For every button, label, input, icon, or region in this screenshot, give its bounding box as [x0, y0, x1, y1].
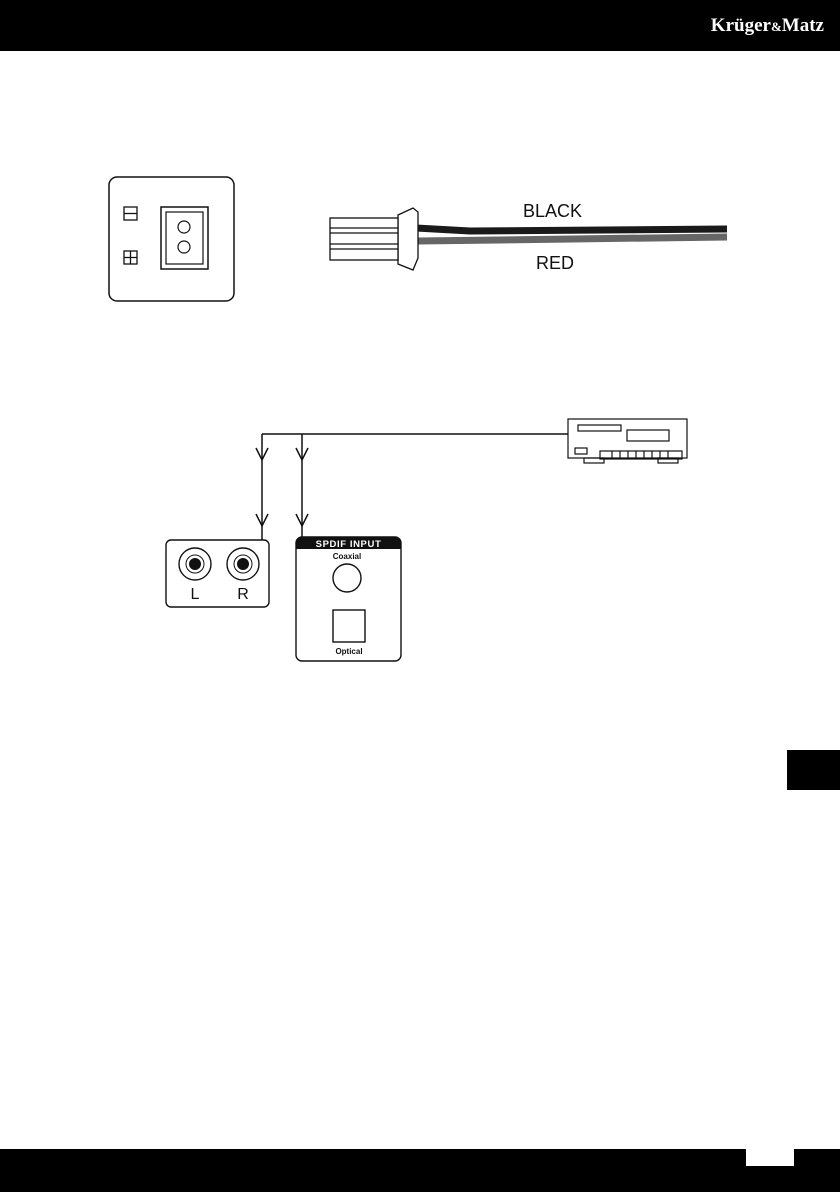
rca-right-label: R: [237, 586, 249, 603]
black-label: BLACK: [523, 201, 582, 221]
terminal-socket: [161, 207, 208, 269]
speaker-cable: BLACK RED: [330, 201, 727, 273]
rca-input-panel: L R: [166, 540, 269, 607]
coaxial-label: Coaxial: [333, 552, 361, 561]
language-tab: [787, 750, 840, 790]
rca-left-label: L: [191, 586, 200, 603]
source-device: [568, 419, 687, 463]
optical-jack: [333, 610, 365, 642]
black-wire: [416, 228, 727, 231]
optical-label: Optical: [335, 647, 362, 656]
spdif-title: SPDIF INPUT: [316, 539, 382, 550]
red-wire: [418, 237, 727, 241]
signal-lines: [256, 434, 568, 540]
wire-connector: [330, 208, 418, 270]
speaker-terminal-panel: [109, 177, 234, 301]
spdif-input-panel: SPDIF INPUT Coaxial Optical: [296, 537, 401, 661]
page-number-box: [746, 1145, 794, 1166]
footer-bar: [0, 1149, 840, 1192]
coaxial-jack: [333, 564, 361, 592]
red-label: RED: [536, 253, 574, 273]
